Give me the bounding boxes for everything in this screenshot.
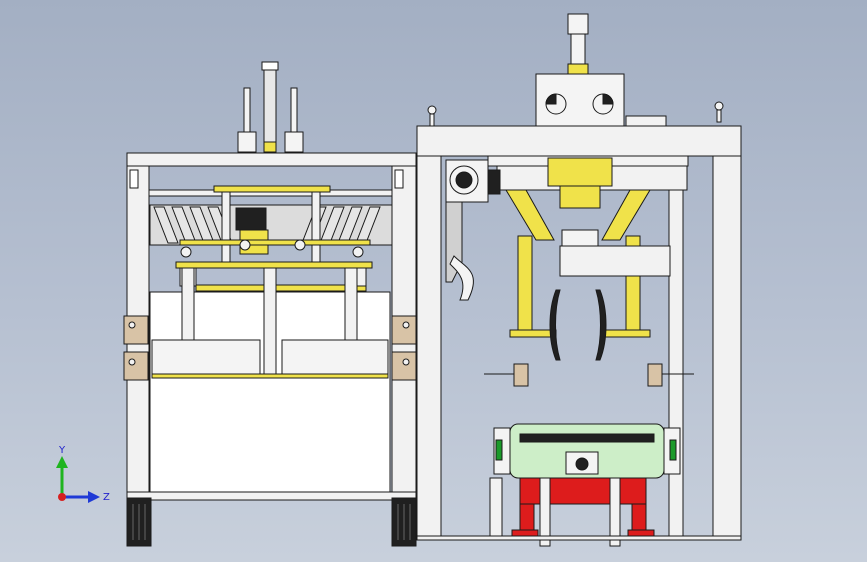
x-axis-dot <box>58 493 66 501</box>
left-side-brackets <box>123 315 417 381</box>
left-frame-assembly <box>123 61 417 547</box>
axis-triad: Y Z <box>56 445 110 503</box>
right-frame-assembly <box>416 13 742 547</box>
y-axis-label: Y <box>58 445 66 456</box>
z-axis-label: Z <box>103 492 110 503</box>
left-top-cylinder <box>237 61 304 155</box>
right-top-beam <box>416 125 742 157</box>
right-chute-right <box>595 289 607 361</box>
right-post-right <box>712 155 742 537</box>
right-lifting-eyes <box>427 101 724 127</box>
right-drum-roller <box>493 423 681 479</box>
left-top-beam <box>126 152 417 167</box>
right-drive-motor <box>445 159 501 203</box>
right-gripper-arms <box>505 157 651 338</box>
left-central-mechanism <box>175 185 373 292</box>
right-red-base <box>511 477 655 537</box>
right-post-left <box>416 155 442 537</box>
left-hopper-panel-left <box>151 339 261 375</box>
left-hopper-panel-right <box>281 339 389 375</box>
left-feet <box>126 497 417 547</box>
left-louver-panel <box>149 204 393 246</box>
right-chute-left <box>549 289 561 361</box>
right-top-cylinder <box>535 13 625 127</box>
